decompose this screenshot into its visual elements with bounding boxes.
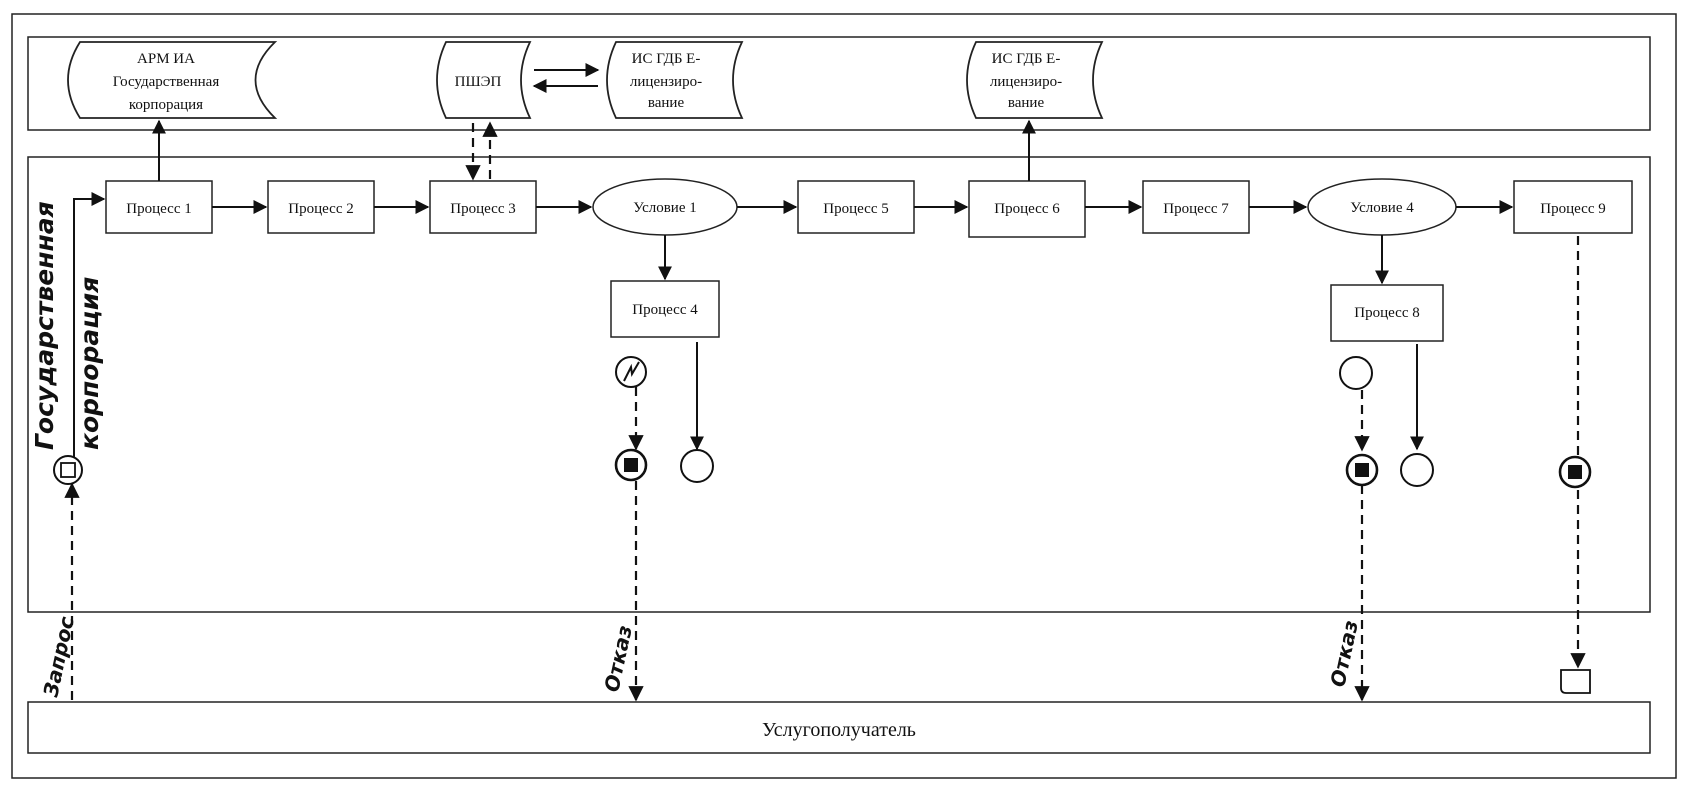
start-message-event xyxy=(53,455,83,485)
intermediate-event xyxy=(1339,356,1373,390)
end-message-event-1 xyxy=(614,448,648,482)
system-is-gdb-2-line2: лицензиро- xyxy=(990,74,1062,90)
system-is-gdb-1: ИС ГДБ Е- лицензиро- вание xyxy=(606,41,744,119)
lane-label-line2: корпорация xyxy=(75,277,104,450)
condition-1: Условие 1 xyxy=(592,178,738,236)
system-arm-line2: Государственная xyxy=(113,74,220,90)
system-is-gdb-1-line2: лицензиро- xyxy=(630,74,702,90)
process-3-label: Процесс 3 xyxy=(450,201,515,217)
lightning-icon xyxy=(623,361,640,382)
process-5: Процесс 5 xyxy=(797,180,915,234)
request-label: Запрос xyxy=(38,614,79,700)
outer-frame xyxy=(11,13,1677,779)
filled-envelope-icon xyxy=(624,458,638,472)
sequence-flows xyxy=(73,119,1514,470)
process-6-label: Процесс 6 xyxy=(994,201,1060,217)
end-message-event-2 xyxy=(1345,453,1379,487)
system-is-gdb-2-line1: ИС ГДБ Е- xyxy=(992,51,1061,67)
message-flows xyxy=(64,121,1586,702)
document-icon xyxy=(1560,669,1591,694)
corporation-lane xyxy=(27,156,1651,613)
recipient-lane xyxy=(27,701,1651,754)
system-is-gdb-2-line3: вание xyxy=(1008,95,1045,111)
process-2-label: Процесс 2 xyxy=(288,201,353,217)
flow-start-p1 xyxy=(73,192,106,470)
envelope-icon xyxy=(60,462,76,478)
system-arm: АРМ ИА Государственная корпорация xyxy=(67,41,278,119)
process-1: Процесс 1 xyxy=(105,180,213,234)
condition-4-label: Условие 4 xyxy=(1350,200,1414,216)
lane-label-line1: Государственная xyxy=(30,201,59,450)
end-event-2 xyxy=(1400,453,1434,487)
process-7: Процесс 7 xyxy=(1142,180,1250,234)
process-9-label: Процесс 9 xyxy=(1540,201,1605,217)
system-pshep-label: ПШЭП xyxy=(455,74,502,90)
system-is-gdb-1-line1: ИС ГДБ Е- xyxy=(632,51,701,67)
process-4-label: Процесс 4 xyxy=(632,302,698,318)
process-2: Процесс 2 xyxy=(267,180,375,234)
error-event xyxy=(615,356,647,388)
process-1-label: Процесс 1 xyxy=(126,201,191,217)
process-6: Процесс 6 xyxy=(968,180,1086,238)
systems-lane xyxy=(27,36,1651,131)
lane-label: Государственная корпорация xyxy=(30,201,104,450)
filled-envelope-icon xyxy=(1355,463,1369,477)
end-event-1 xyxy=(680,449,714,483)
recipient-label: Услугополучатель xyxy=(762,719,916,741)
end-message-event-3 xyxy=(1558,455,1592,489)
system-pshep: ПШЭП xyxy=(436,41,532,119)
system-arm-line3: корпорация xyxy=(129,97,203,113)
condition-4: Условие 4 xyxy=(1307,178,1457,236)
process-8: Процесс 8 xyxy=(1330,284,1444,342)
condition-1-label: Условие 1 xyxy=(633,200,696,216)
system-is-gdb-1-line3: вание xyxy=(648,95,685,111)
filled-envelope-icon xyxy=(1568,465,1582,479)
process-3: Процесс 3 xyxy=(429,180,537,234)
refusal-label-1: Отказ xyxy=(599,623,636,694)
process-7-label: Процесс 7 xyxy=(1163,201,1229,217)
process-5-label: Процесс 5 xyxy=(823,201,888,217)
refusal-label-2: Отказ xyxy=(1325,618,1362,689)
process-9: Процесс 9 xyxy=(1513,180,1633,234)
system-is-gdb-2: ИС ГДБ Е- лицензиро- вание xyxy=(966,41,1104,119)
process-8-label: Процесс 8 xyxy=(1354,305,1419,321)
process-4: Процесс 4 xyxy=(610,280,720,338)
system-arm-line1: АРМ ИА xyxy=(137,51,195,67)
